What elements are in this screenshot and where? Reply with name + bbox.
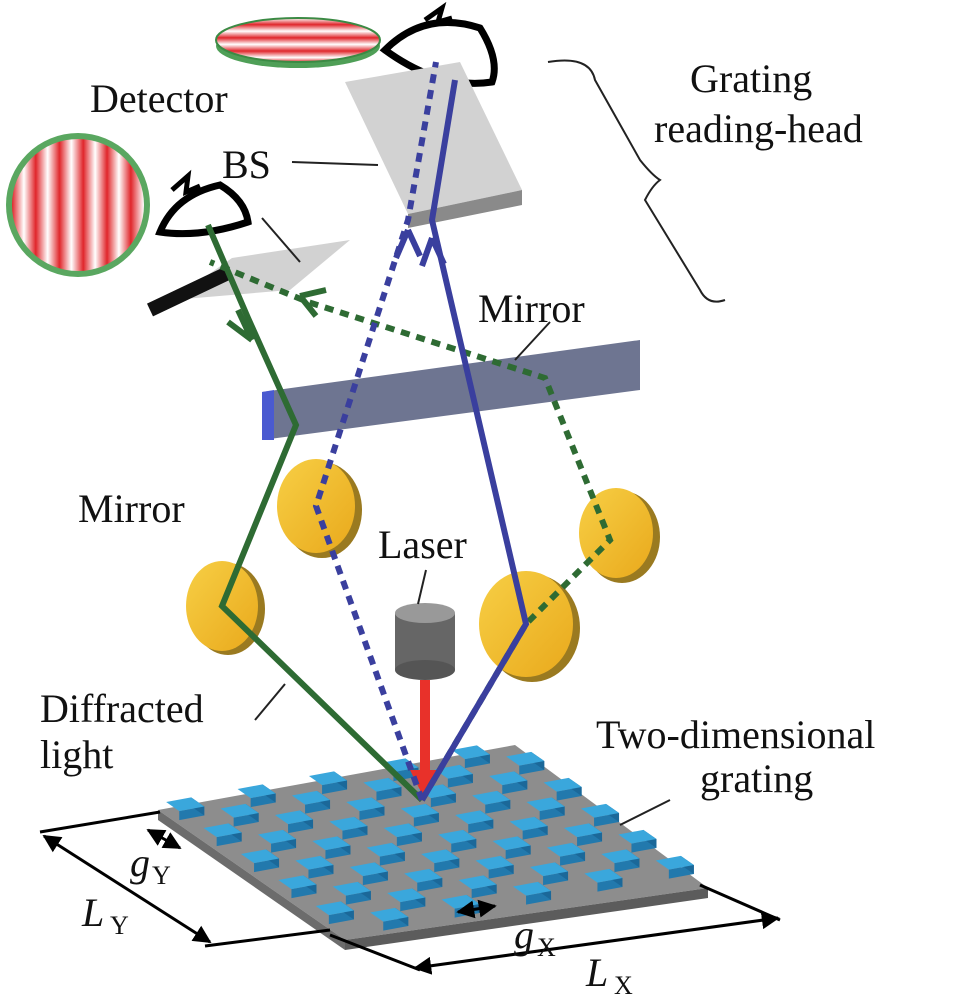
grating-reading-head-label-line1: Grating (690, 56, 812, 101)
gy-label: g Y (130, 840, 171, 890)
grating-square (166, 797, 205, 812)
grating-square (455, 810, 494, 825)
mirror-disc-right (579, 488, 660, 583)
beam-splitter-left (146, 240, 350, 317)
grating-square (492, 836, 531, 851)
diffracted-beam-blue-solid (419, 79, 530, 802)
fringe-pattern-top (215, 17, 381, 68)
grating-square (332, 881, 371, 896)
grating-square (509, 816, 548, 831)
grating-square (506, 751, 545, 766)
bs-label: BS (222, 142, 271, 187)
grating-square (278, 875, 317, 890)
grating-square (472, 790, 511, 805)
grating-square (543, 777, 582, 792)
detector-left (155, 169, 252, 238)
diffracted-beam-blue-dashed (312, 61, 439, 802)
grating-square (618, 829, 657, 844)
ly-label: L Y (81, 890, 129, 940)
grating-square (274, 810, 314, 825)
grating-square (584, 868, 623, 883)
leader-lines (254, 59, 726, 826)
grating-square (526, 797, 565, 812)
grating-square (237, 784, 276, 799)
grating-square (291, 790, 331, 805)
mirror-label-top: Mirror (478, 286, 585, 331)
mirror-label-left: Mirror (78, 486, 185, 531)
ly-subscript: Y (110, 911, 129, 940)
grating-square (580, 803, 620, 818)
two-dimensional-grating-label-line2: grating (700, 756, 813, 801)
diffracted-beam-green-dashed (208, 259, 614, 802)
diffracted-light-label-line1: Diffracted (40, 686, 204, 731)
diffracted-light-label-line2: light (40, 732, 113, 777)
lx-symbol: L (585, 950, 608, 995)
two-dimensional-grating (158, 745, 708, 950)
ly-symbol: L (81, 890, 104, 935)
grating-square (240, 849, 280, 864)
grating-square (458, 875, 497, 890)
gy-subscript: Y (152, 861, 171, 890)
grating-square (546, 842, 586, 857)
grating-square (329, 816, 368, 831)
gx-symbol: g (514, 912, 534, 957)
laser-source (395, 603, 455, 800)
grating-square (366, 842, 405, 857)
grating-square (308, 771, 348, 786)
grating-square (346, 797, 385, 812)
grating-square (421, 849, 460, 864)
grating-square (475, 855, 514, 870)
grating-square (203, 823, 242, 838)
diffracted-beam-green-solid (205, 223, 425, 803)
gy-symbol: g (130, 840, 150, 885)
grating-square (383, 823, 422, 838)
gx-subscript: X (537, 933, 556, 962)
grating-square (400, 803, 439, 818)
grating-square (563, 823, 603, 838)
grating-square (655, 855, 694, 870)
dimension-arrows (39, 810, 781, 975)
gx-label: g X (514, 912, 556, 962)
grating-square (387, 888, 426, 903)
grating-reading-head-label-line2: reading-head (654, 106, 863, 151)
bar-mirror (262, 340, 640, 440)
grating-square (529, 862, 569, 877)
grating-square (312, 836, 351, 851)
fringe-pattern-left (6, 133, 150, 277)
grating-square (315, 901, 354, 916)
grating-square (370, 907, 409, 922)
two-dimensional-grating-label-line1: Two-dimensional (596, 712, 875, 757)
grating-square (295, 855, 334, 870)
lx-subscript: X (614, 971, 633, 1000)
grating-square (601, 849, 640, 864)
detector-label: Detector (90, 76, 228, 121)
grating-square (363, 777, 402, 792)
grating-square (257, 829, 297, 844)
grating-square (349, 862, 388, 877)
grating-square (220, 803, 259, 818)
grating-square (434, 764, 473, 779)
grating-square (438, 829, 477, 844)
grating-square (451, 745, 490, 760)
grating-square (404, 868, 443, 883)
grating-square (489, 771, 528, 786)
beam-splitter-top (345, 62, 522, 228)
grating-square (512, 881, 552, 896)
lx-label: L X (585, 950, 633, 1000)
laser-label: Laser (378, 522, 467, 567)
